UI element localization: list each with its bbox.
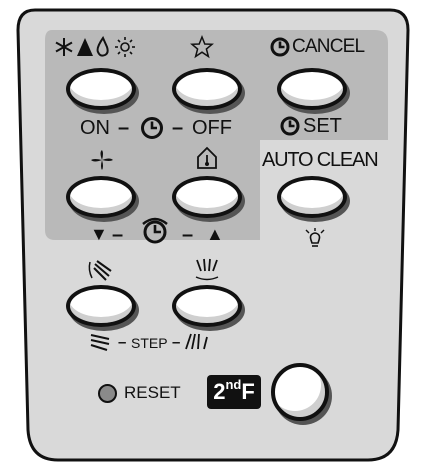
vertical-swing-button[interactable]	[66, 285, 136, 327]
sun-icon	[115, 37, 135, 57]
down-arrow-icon: ▼	[90, 224, 108, 244]
set-label: SET	[303, 115, 342, 137]
timer-adjust-icon	[138, 212, 172, 246]
home-leave-button[interactable]	[172, 176, 242, 218]
reset-indicator[interactable]	[98, 384, 117, 403]
step-label: STEP	[131, 335, 168, 351]
fan-icon	[90, 149, 114, 171]
horizontal-louver-icon	[193, 257, 221, 283]
clock-icon	[270, 37, 290, 57]
horizontal-swing-button[interactable]	[172, 285, 242, 327]
dash-step-left: –	[118, 334, 127, 351]
dash-left: –	[118, 117, 130, 139]
horizontal-louver-step-icon	[183, 331, 211, 351]
second-function-f: F	[241, 379, 255, 404]
timer-cancel-button[interactable]	[277, 68, 347, 110]
vertical-louver-icon	[87, 258, 113, 282]
auto-clean-label: AUTO CLEAN	[262, 149, 379, 171]
timer-off-label: OFF	[192, 117, 232, 139]
dash-step-right: –	[172, 334, 181, 351]
lamp-icon	[303, 228, 327, 250]
fan-speed-button[interactable]	[66, 176, 136, 218]
up-arrow-icon: ▲	[206, 224, 224, 244]
dash-right: –	[172, 117, 184, 139]
house-thermometer-icon	[196, 146, 218, 170]
mode-icons	[55, 36, 137, 58]
auto-a-icon	[77, 38, 93, 56]
drop-icon	[96, 36, 109, 57]
dash-right-2: –	[182, 224, 194, 246]
favorite-button[interactable]	[172, 68, 242, 110]
second-function-2: 2	[213, 379, 226, 404]
snowflake-icon	[55, 38, 73, 56]
mode-button[interactable]	[66, 68, 136, 110]
clock-icon	[280, 116, 300, 136]
reset-label: RESET	[124, 383, 181, 402]
cancel-label: CANCEL	[292, 36, 365, 57]
vertical-louver-step-icon	[89, 332, 113, 352]
dash-left-2: –	[112, 224, 124, 246]
second-function-button[interactable]	[271, 363, 329, 421]
timer-on-label: ON	[80, 117, 110, 139]
second-function-nd: nd	[225, 376, 242, 392]
star-icon	[190, 35, 214, 59]
timer-clock-icon	[140, 116, 164, 140]
auto-clean-button[interactable]	[277, 176, 347, 218]
